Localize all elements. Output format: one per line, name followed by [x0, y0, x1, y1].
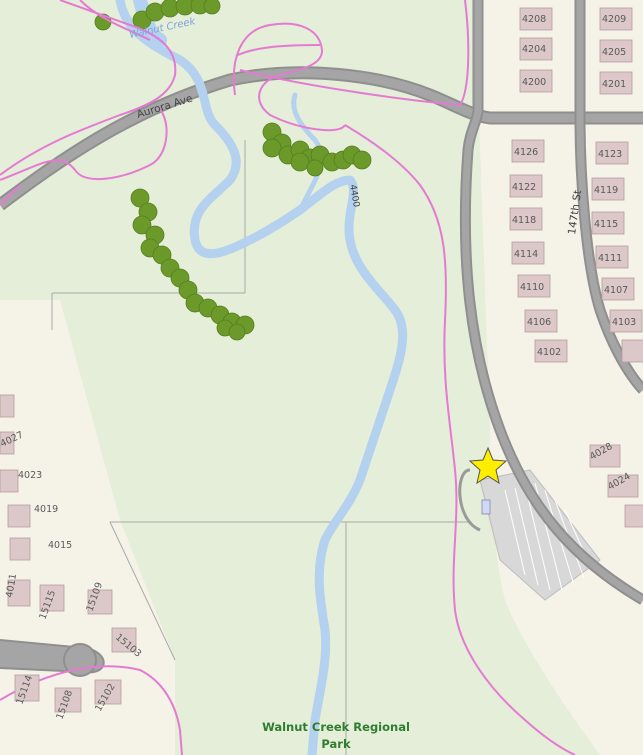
- house-label: 4110: [520, 282, 544, 293]
- street-147th-road-fill: [576, 0, 643, 393]
- house-label: 4023: [18, 470, 42, 481]
- house-label: 4106: [527, 317, 551, 328]
- house-label: 4204: [522, 44, 546, 55]
- star-icon[interactable]: [468, 446, 508, 485]
- house-label: 4205: [602, 47, 626, 58]
- house-label: 4103: [612, 317, 636, 328]
- house-label: 4011: [4, 573, 19, 599]
- house-label: 4126: [514, 147, 538, 158]
- house-label: 4114: [514, 249, 538, 260]
- house-label: 4019: [34, 504, 58, 515]
- collector-road-fill: [461, 0, 643, 604]
- house-label: 4122: [512, 182, 536, 193]
- house-label: 4118: [512, 215, 536, 226]
- house-label: 4119: [594, 185, 618, 196]
- trail-4400-label: 4400: [347, 184, 361, 209]
- park-name-line2: Park: [321, 737, 351, 751]
- house-label: 4107: [604, 285, 628, 296]
- house-label: 4115: [594, 219, 618, 230]
- buildings: [0, 7, 643, 713]
- house-label: 4015: [48, 540, 72, 551]
- house-label: 4200: [522, 77, 546, 88]
- house-label: 4111: [598, 253, 622, 264]
- trails: [0, 0, 576, 755]
- house-label: 4102: [537, 347, 561, 358]
- tree-clusters: [94, 0, 372, 341]
- park-name-line1: Walnut Creek Regional: [262, 720, 410, 734]
- house-label: 4123: [598, 149, 622, 160]
- house-label: 4209: [602, 14, 626, 25]
- house-label: 4201: [602, 79, 626, 90]
- house-label: 4208: [522, 14, 546, 25]
- parcel-lines: [51, 140, 470, 755]
